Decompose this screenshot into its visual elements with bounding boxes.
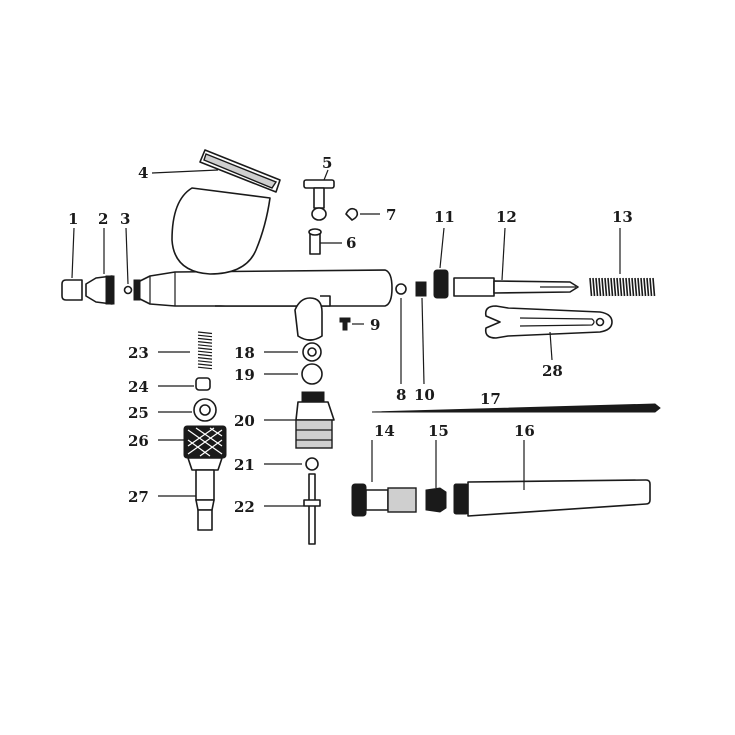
o-ring-19 [301,363,323,385]
callout-21: 21 [234,456,255,474]
callout-6: 6 [346,234,356,252]
screw-9 [339,317,351,331]
callout-15: 15 [428,422,449,440]
callout-12: 12 [496,208,517,226]
trigger-clip [345,207,359,221]
needle-chucking-nut [433,269,449,299]
callout-25: 25 [128,404,149,422]
callout-3: 3 [120,210,130,228]
callout-20: 20 [234,412,255,430]
wrench [484,305,613,339]
valve-body [295,391,335,449]
callout-28: 28 [542,362,563,380]
trigger-guide [308,228,322,255]
nozzle-cap [61,279,83,301]
callout-11: 11 [434,208,455,226]
valve-spring [197,331,213,370]
callout-9: 9 [370,316,380,334]
spring-guide [415,281,427,297]
knurled-screw [183,425,227,459]
callout-23: 23 [128,344,149,362]
handle-adapter [351,483,417,517]
callout-10: 10 [414,386,435,404]
callout-2: 2 [98,210,108,228]
callout-22: 22 [234,498,255,516]
callout-4: 4 [138,164,148,182]
color-cup [171,149,281,275]
needle [371,403,661,413]
callout-18: 18 [234,344,255,362]
callout-26: 26 [128,432,149,450]
callout-14: 14 [374,422,395,440]
callout-13: 13 [612,208,633,226]
spring [589,277,656,297]
nozzle-tip [123,285,133,295]
handle [453,479,651,517]
callout-5: 5 [322,154,332,172]
callout-7: 7 [386,206,396,224]
valve-stem [303,473,321,545]
callout-17: 17 [480,390,501,408]
callout-leaders [71,169,621,507]
small-ring-21 [305,457,319,471]
callout-19: 19 [234,366,255,384]
callout-1: 1 [68,210,78,228]
handle-ring [425,487,447,513]
trigger [303,179,335,221]
callout-labels: 1 2 3 4 5 6 7 8 9 10 11 12 13 14 15 16 1… [68,154,633,516]
needle-chucking-guide [453,277,579,297]
callout-8: 8 [396,386,406,404]
callout-24: 24 [128,378,149,396]
airbrush-body [137,269,393,341]
callout-27: 27 [128,488,149,506]
hose-connector [187,457,223,531]
callout-16: 16 [514,422,535,440]
nozzle-body [85,275,115,305]
o-ring-8 [395,283,407,295]
nozzle-housing [133,279,141,301]
nut-24 [195,377,211,391]
